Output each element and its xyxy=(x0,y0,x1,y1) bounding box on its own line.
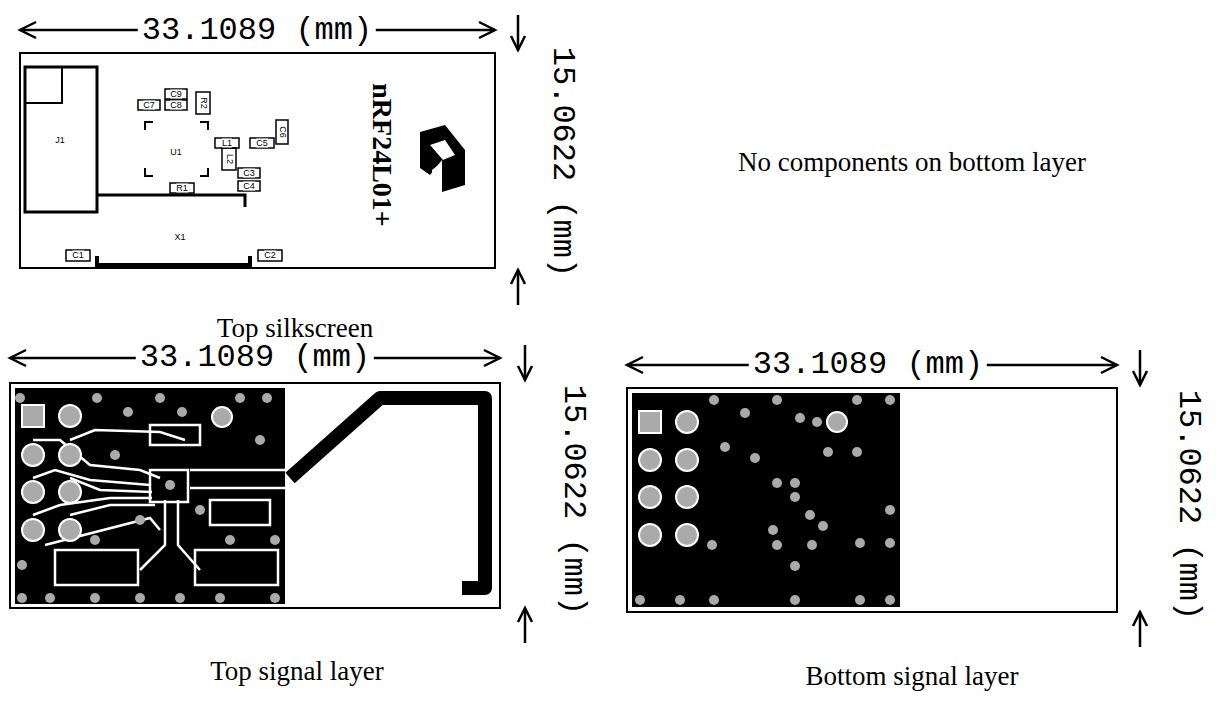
view-caption: Top signal layer xyxy=(210,658,384,685)
dimension-label: 15.0622 (mm) xyxy=(1172,386,1204,624)
dimension-label: 15.0622 (mm) xyxy=(557,381,589,619)
dimension-label: 33.1089 (mm) xyxy=(749,349,987,381)
reference-designator: C4 xyxy=(243,182,255,191)
reference-designator: C2 xyxy=(264,251,276,260)
reference-designator: L2 xyxy=(225,154,234,164)
dimension-label: 33.1089 (mm) xyxy=(136,342,374,374)
reference-designator: C7 xyxy=(143,101,155,110)
dimension-label: 33.1089 (mm) xyxy=(138,15,376,47)
reference-designator: C1 xyxy=(72,251,84,260)
part-marking: nRF24L01+ xyxy=(368,83,396,227)
note-text: No components on bottom layer xyxy=(738,149,1086,176)
reference-designator: C6 xyxy=(278,126,287,138)
dimension-label: 15.0622 (mm) xyxy=(546,43,578,281)
view-caption: Bottom signal layer xyxy=(806,663,1019,690)
reference-designator: C9 xyxy=(170,90,182,99)
reference-designator: R1 xyxy=(176,184,188,193)
reference-designator: C8 xyxy=(170,101,182,110)
view-caption: Top silkscreen xyxy=(217,315,373,342)
reference-designator: L1 xyxy=(222,139,232,148)
reference-designator: X1 xyxy=(174,233,185,242)
reference-designator: R2 xyxy=(199,97,208,109)
reference-designator: U1 xyxy=(170,148,182,157)
reference-designator: C5 xyxy=(256,139,268,148)
reference-designator: J1 xyxy=(55,136,65,145)
reference-designator: C3 xyxy=(243,169,255,178)
